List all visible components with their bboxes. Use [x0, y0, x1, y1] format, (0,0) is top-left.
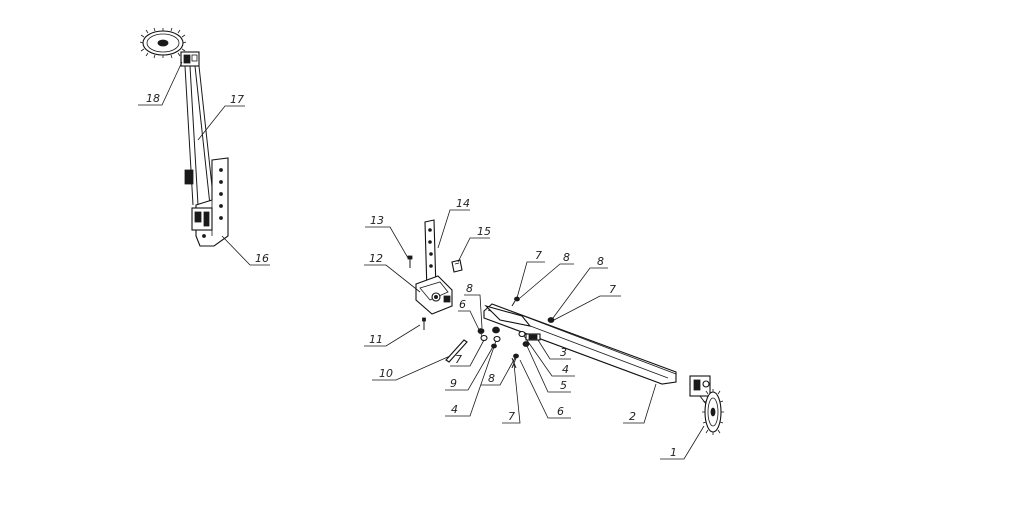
- callout-8-a: 8: [466, 282, 473, 295]
- disc-hub-bracket: [180, 51, 200, 67]
- callout-14: 14: [456, 197, 470, 210]
- callout-13: 13: [370, 214, 384, 227]
- part-13-bolt: [407, 255, 413, 268]
- callout-7-c: 7: [535, 249, 542, 262]
- callout-6-b: 6: [557, 405, 564, 418]
- callout-7-b: 7: [508, 410, 515, 423]
- callout-18: 18: [146, 92, 160, 105]
- callout-8-d: 8: [597, 255, 604, 268]
- leader-lines: [138, 61, 705, 460]
- part-2-long-bar: [483, 303, 677, 385]
- part-14-post: [424, 219, 437, 293]
- part-16-mount-plate: [191, 157, 229, 247]
- callout-1: 1: [670, 446, 677, 459]
- bar-fasteners: [511, 296, 555, 369]
- callout-9: 9: [450, 377, 457, 390]
- callout-12: 12: [369, 252, 383, 265]
- upper-assembly: [139, 27, 229, 247]
- callout-5: 5: [560, 379, 567, 392]
- callout-3: 3: [560, 346, 567, 359]
- callout-8-b: 8: [488, 372, 495, 385]
- callout-7-a: 7: [455, 353, 462, 366]
- callout-10: 10: [379, 367, 393, 380]
- callout-7-d: 7: [609, 283, 616, 296]
- callout-labels: 18 17 16 13 14 15 12 11 10 8 6 7 9 4 8 7…: [146, 92, 677, 459]
- callout-16: 16: [255, 252, 269, 265]
- part-1-disc-assembly: [689, 375, 724, 435]
- part-11-pin: [422, 317, 426, 330]
- callout-4-a: 4: [451, 403, 458, 416]
- bracket-fasteners: [477, 326, 501, 349]
- part-12-bracket: [415, 275, 453, 315]
- callout-6-a: 6: [459, 298, 466, 311]
- part-18-toothed-disc: [139, 27, 187, 59]
- callout-15: 15: [477, 225, 491, 238]
- callout-4-b: 4: [562, 363, 569, 376]
- callout-2: 2: [629, 410, 636, 423]
- callout-8-c: 8: [563, 251, 570, 264]
- callout-17: 17: [230, 93, 244, 106]
- part-17-shaft: [184, 65, 215, 206]
- part-10-rod: [445, 339, 468, 363]
- bracket-assembly: [407, 219, 501, 363]
- part-15-clip: [451, 259, 463, 273]
- callout-11: 11: [369, 333, 383, 346]
